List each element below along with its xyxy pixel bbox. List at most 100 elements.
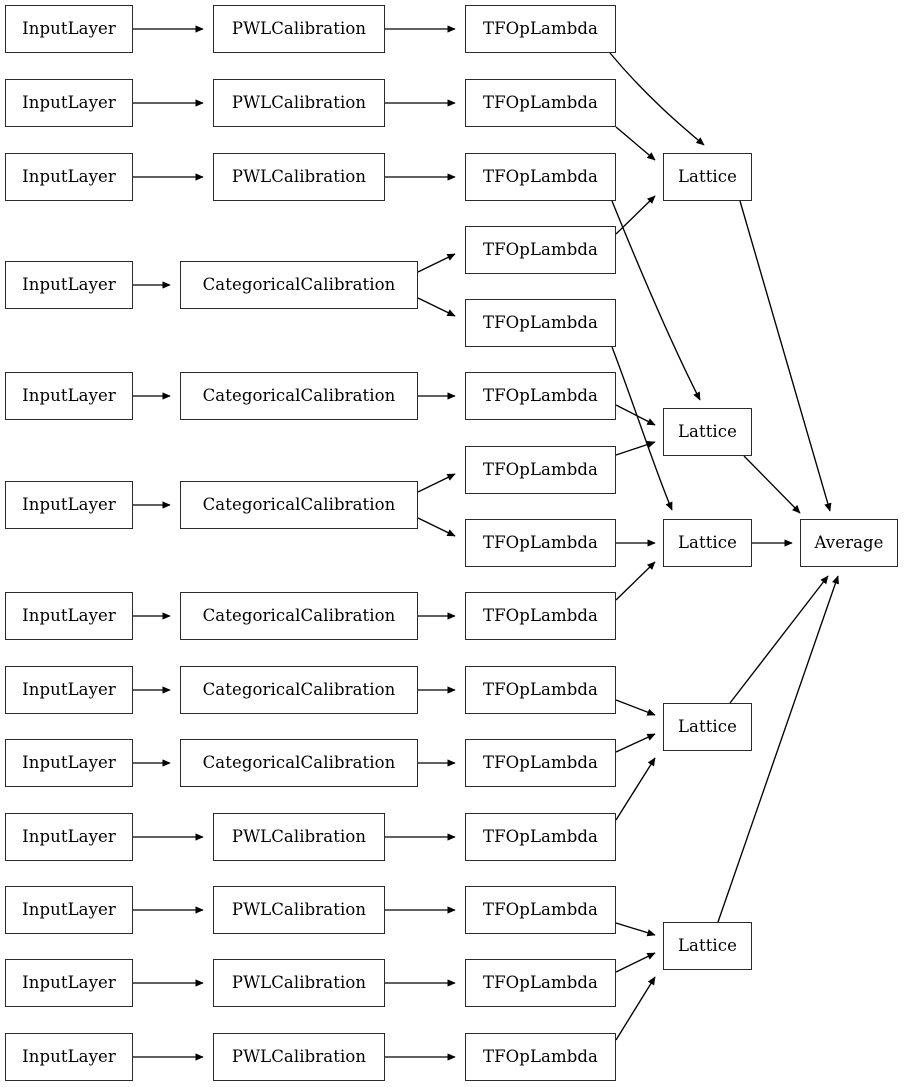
node-label: Lattice	[677, 421, 738, 441]
node-label: PWLCalibration	[231, 166, 367, 186]
node-label: InputLayer	[22, 385, 116, 405]
graph-edge-tf10-to-lat4	[615, 699, 656, 716]
node-label: PWLCalibration	[231, 826, 367, 846]
graph-node-in11[interactable]: InputLayer	[5, 886, 133, 934]
graph-node-tf6[interactable]: TFOpLambda	[465, 372, 616, 420]
graph-edge-tf1-to-lat1	[609, 52, 705, 146]
graph-node-avg[interactable]: Average	[800, 519, 898, 567]
graph-node-lat2[interactable]: Lattice	[663, 408, 752, 456]
node-label: PWLCalibration	[231, 1046, 367, 1066]
graph-edge-tf2-to-lat1	[615, 126, 656, 161]
graph-node-lat3[interactable]: Lattice	[663, 519, 752, 567]
graph-node-cal5[interactable]: CategoricalCalibration	[180, 372, 418, 420]
graph-node-cal2[interactable]: PWLCalibration	[213, 79, 385, 127]
graph-edge-tf15-to-lat5	[615, 976, 656, 1041]
node-label: PWLCalibration	[231, 18, 367, 38]
node-label: Lattice	[677, 532, 738, 552]
node-label: InputLayer	[22, 18, 116, 38]
graph-edge-lat4-to-avg	[729, 575, 829, 704]
node-label: CategoricalCalibration	[202, 752, 396, 772]
graph-node-in1[interactable]: InputLayer	[5, 5, 133, 53]
graph-edge-tf9-to-lat3	[615, 561, 656, 601]
graph-node-in4[interactable]: InputLayer	[5, 261, 133, 309]
graph-edge-lat1-to-avg	[739, 200, 832, 512]
node-label: InputLayer	[22, 752, 116, 772]
node-label: TFOpLambda	[483, 605, 598, 625]
graph-edge-tf4-to-lat1	[615, 195, 656, 235]
graph-node-lat5[interactable]: Lattice	[663, 922, 752, 970]
graph-node-tf2[interactable]: TFOpLambda	[465, 79, 616, 127]
graph-node-cal11[interactable]: PWLCalibration	[213, 886, 385, 934]
graph-node-cal8[interactable]: CategoricalCalibration	[180, 666, 418, 714]
node-label: TFOpLambda	[483, 679, 598, 699]
graph-node-lat4[interactable]: Lattice	[663, 703, 752, 751]
graph-node-tf7[interactable]: TFOpLambda	[465, 446, 616, 494]
graph-node-in3[interactable]: InputLayer	[5, 153, 133, 201]
graph-edge-cal4-to-tf4	[417, 253, 456, 273]
graph-node-tf4[interactable]: TFOpLambda	[465, 226, 616, 274]
graph-edge-lat2-to-avg	[743, 455, 801, 514]
graph-edge-tf11-to-lat4	[615, 733, 656, 753]
node-label: TFOpLambda	[483, 239, 598, 259]
graph-edge-cal6-to-tf7	[417, 473, 456, 493]
graph-node-tf9[interactable]: TFOpLambda	[465, 592, 616, 640]
graph-node-tf3[interactable]: TFOpLambda	[465, 153, 616, 201]
graph-node-tf12[interactable]: TFOpLambda	[465, 813, 616, 861]
node-label: PWLCalibration	[231, 972, 367, 992]
graph-node-in13[interactable]: InputLayer	[5, 1033, 133, 1081]
node-label: Lattice	[677, 166, 738, 186]
graph-node-in6[interactable]: InputLayer	[5, 481, 133, 529]
graph-edge-tf13-to-lat5	[615, 922, 656, 937]
node-label: TFOpLambda	[483, 166, 598, 186]
graph-node-tf1[interactable]: TFOpLambda	[465, 5, 616, 53]
node-label: Average	[814, 532, 884, 552]
graph-node-cal1[interactable]: PWLCalibration	[213, 5, 385, 53]
graph-node-in5[interactable]: InputLayer	[5, 372, 133, 420]
graph-node-lat1[interactable]: Lattice	[663, 153, 752, 201]
graph-node-in2[interactable]: InputLayer	[5, 79, 133, 127]
graph-edge-tf7-to-lat2	[615, 440, 656, 456]
node-label: CategoricalCalibration	[202, 385, 396, 405]
graph-edge-tf3-to-lat2	[611, 200, 701, 401]
node-label: TFOpLambda	[483, 899, 598, 919]
graph-node-in7[interactable]: InputLayer	[5, 592, 133, 640]
graph-node-tf15[interactable]: TFOpLambda	[465, 1033, 616, 1081]
node-label: InputLayer	[22, 494, 116, 514]
node-label: InputLayer	[22, 605, 116, 625]
graph-node-tf11[interactable]: TFOpLambda	[465, 739, 616, 787]
node-label: InputLayer	[22, 92, 116, 112]
graph-node-cal9[interactable]: CategoricalCalibration	[180, 739, 418, 787]
graph-node-tf5[interactable]: TFOpLambda	[465, 299, 616, 347]
graph-node-in10[interactable]: InputLayer	[5, 813, 133, 861]
graph-node-cal4[interactable]: CategoricalCalibration	[180, 261, 418, 309]
node-label: PWLCalibration	[231, 92, 367, 112]
graph-node-tf14[interactable]: TFOpLambda	[465, 959, 616, 1007]
node-label: TFOpLambda	[483, 532, 598, 552]
graph-node-in12[interactable]: InputLayer	[5, 959, 133, 1007]
graph-node-tf8[interactable]: TFOpLambda	[465, 519, 616, 567]
graph-node-cal3[interactable]: PWLCalibration	[213, 153, 385, 201]
graph-node-in9[interactable]: InputLayer	[5, 739, 133, 787]
node-label: TFOpLambda	[483, 459, 598, 479]
graph-node-cal12[interactable]: PWLCalibration	[213, 959, 385, 1007]
node-label: CategoricalCalibration	[202, 679, 396, 699]
node-label: InputLayer	[22, 679, 116, 699]
node-label: CategoricalCalibration	[202, 274, 396, 294]
node-label: Lattice	[677, 935, 738, 955]
graph-node-cal7[interactable]: CategoricalCalibration	[180, 592, 418, 640]
graph-edge-tf14-to-lat5	[615, 952, 656, 973]
graph-node-cal13[interactable]: PWLCalibration	[213, 1033, 385, 1081]
node-label: TFOpLambda	[483, 752, 598, 772]
graph-node-cal10[interactable]: PWLCalibration	[213, 813, 385, 861]
node-label: Lattice	[677, 716, 738, 736]
node-label: TFOpLambda	[483, 972, 598, 992]
graph-node-cal6[interactable]: CategoricalCalibration	[180, 481, 418, 529]
graph-node-tf13[interactable]: TFOpLambda	[465, 886, 616, 934]
node-label: PWLCalibration	[231, 899, 367, 919]
node-label: InputLayer	[22, 826, 116, 846]
graph-node-in8[interactable]: InputLayer	[5, 666, 133, 714]
node-label: TFOpLambda	[483, 92, 598, 112]
graph-node-tf10[interactable]: TFOpLambda	[465, 666, 616, 714]
